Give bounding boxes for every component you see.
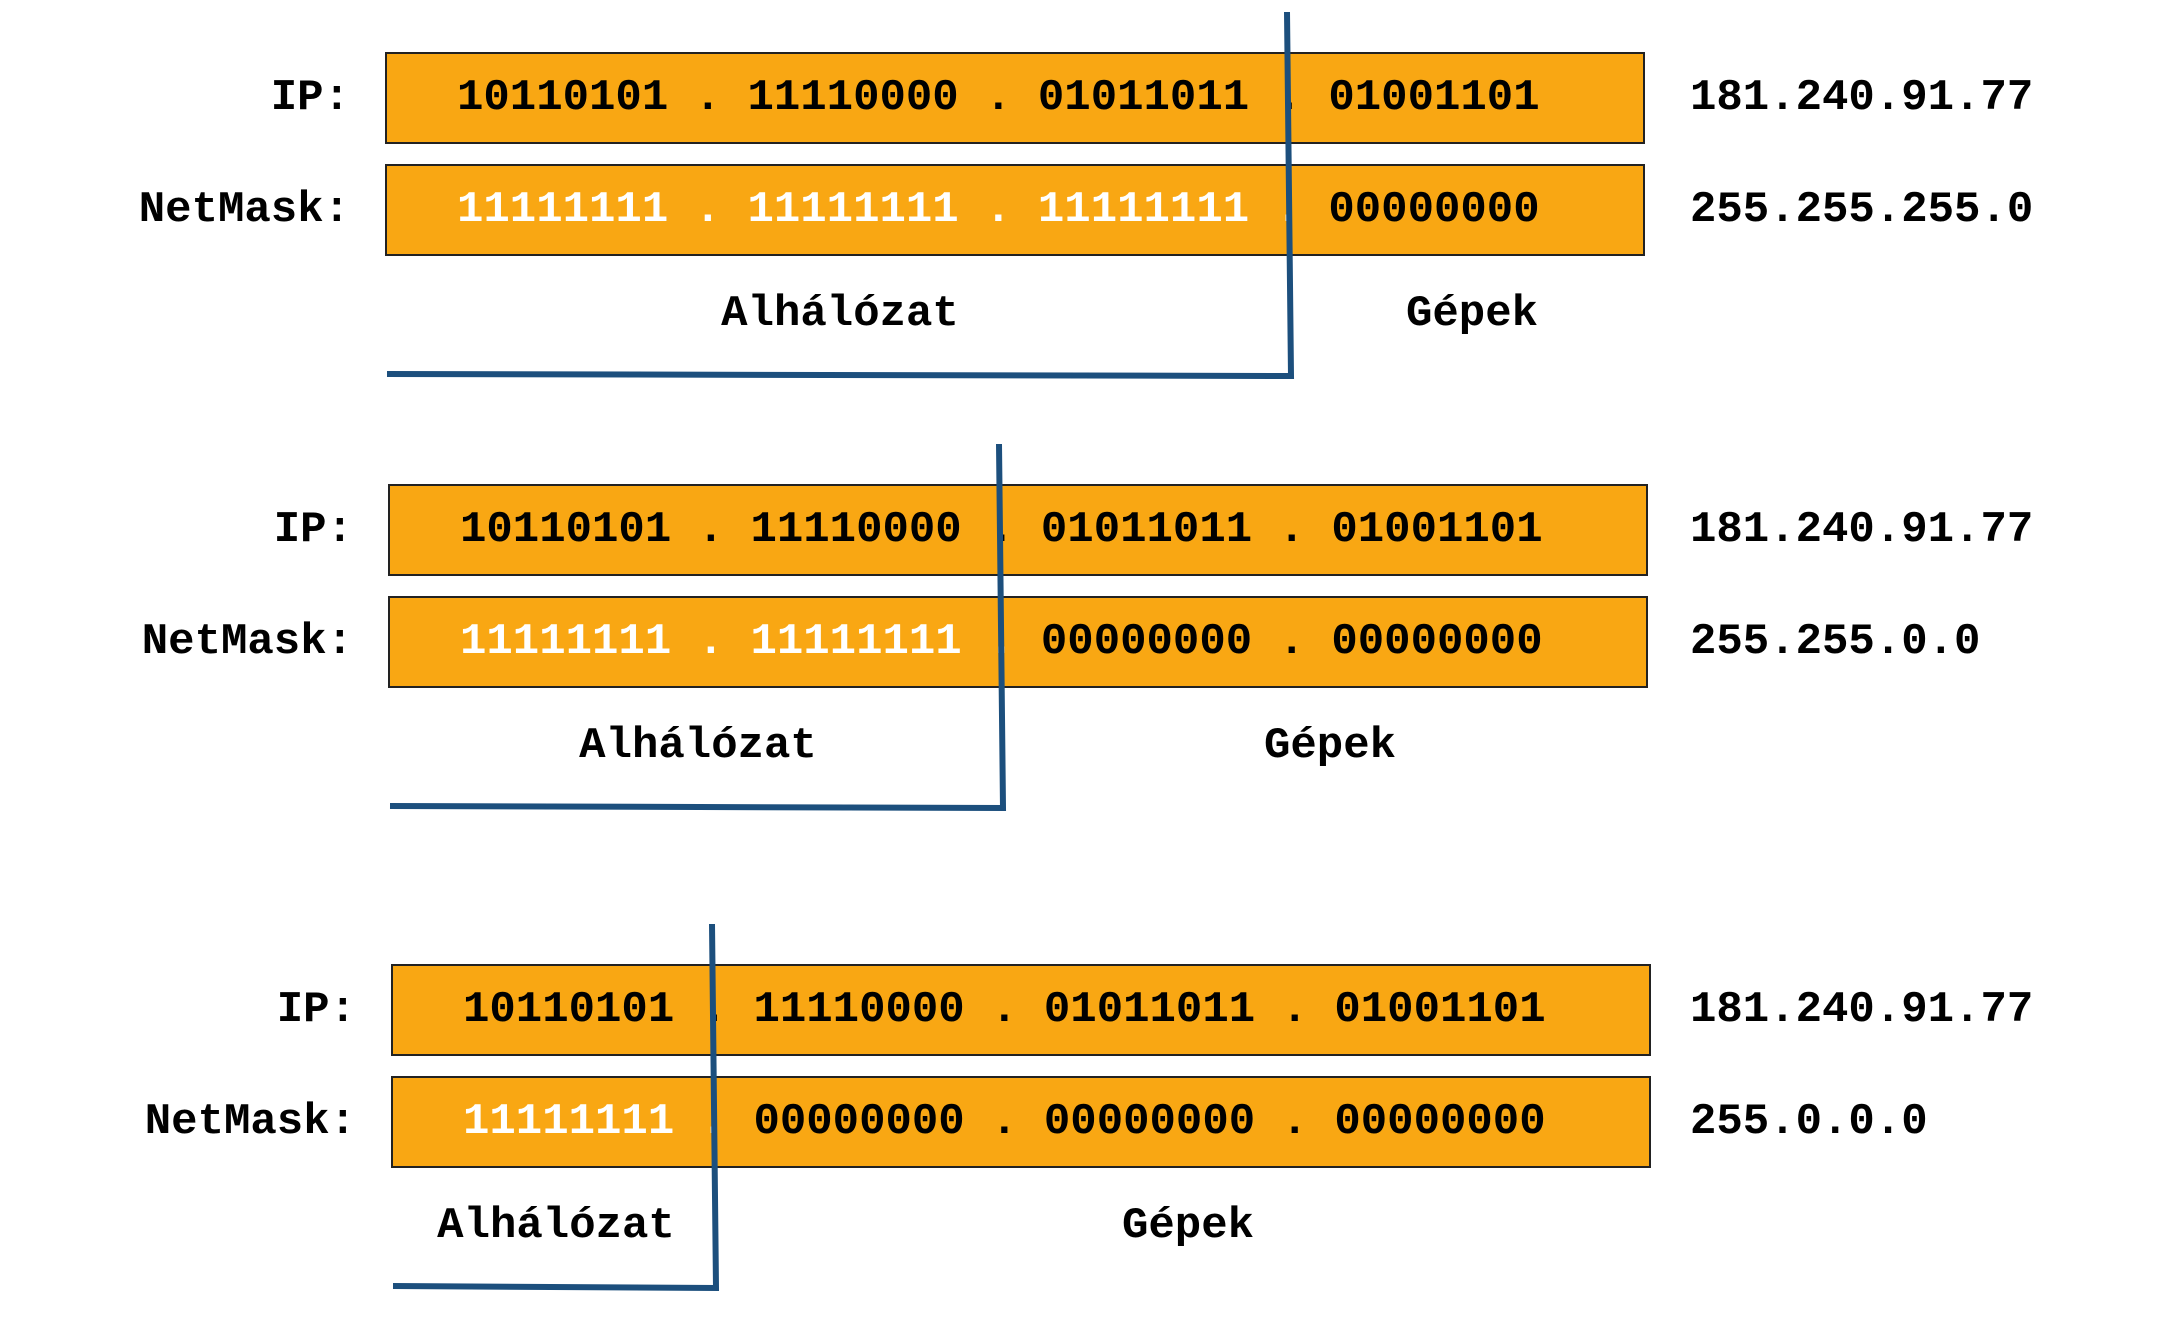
netmask-label: NetMask: <box>144 1097 356 1147</box>
octet: 10110101 <box>463 985 675 1035</box>
octet: 10110101 <box>457 73 669 123</box>
ip-label: IP: <box>270 73 350 123</box>
octet: 00000000 <box>753 1097 965 1147</box>
octet: 11111111 <box>463 1097 675 1147</box>
netmask-decimal: 255.255.0.0 <box>1690 617 1981 667</box>
octet-separator: . <box>668 73 748 123</box>
octet: 01011011 <box>1037 73 1250 123</box>
ip-binary-text: 10110101 . 11110000 . 01011011 . 0100110… <box>457 54 1540 142</box>
ip-decimal: 181.240.91.77 <box>1690 985 2034 1035</box>
netmask-decimal: 255.255.255.0 <box>1690 185 2034 235</box>
octet: 00000000 <box>1334 1097 1546 1147</box>
subnet-caption: Alhálózat <box>721 289 959 339</box>
octet-separator: . <box>668 185 748 235</box>
netmask-label: NetMask: <box>138 185 350 235</box>
octet-separator: . <box>671 505 751 555</box>
ip-decimal: 181.240.91.77 <box>1690 505 2034 555</box>
octet: 11111111 <box>750 617 962 667</box>
octet-separator: . <box>964 1097 1044 1147</box>
netmask-binary-text: 11111111 . 11111111 . 00000000 . 0000000… <box>460 598 1543 686</box>
octet: 01001101 <box>1334 985 1546 1035</box>
octet: 11111111 <box>460 617 672 667</box>
ip-binary-box: 10110101 . 11110000 . 01011011 . 0100110… <box>385 52 1645 144</box>
netmask-decimal: 255.0.0.0 <box>1690 1097 1928 1147</box>
netmask-binary-box: 11111111 . 00000000 . 00000000 . 0000000… <box>391 1076 1651 1168</box>
octet-separator: . <box>958 185 1038 235</box>
octet: 01011011 <box>1043 985 1256 1035</box>
octet: 11110000 <box>747 73 959 123</box>
octet: 01011011 <box>1040 505 1253 555</box>
subnet-caption: Alhálózat <box>437 1201 675 1251</box>
ip-binary-box: 10110101 . 11110000 . 01011011 . 0100110… <box>391 964 1651 1056</box>
octet-separator: . <box>961 505 1041 555</box>
netmask-binary-box: 11111111 . 11111111 . 00000000 . 0000000… <box>388 596 1648 688</box>
ip-binary-box: 10110101 . 11110000 . 01011011 . 0100110… <box>388 484 1648 576</box>
ip-label: IP: <box>276 985 356 1035</box>
netmask-binary-text: 11111111 . 00000000 . 00000000 . 0000000… <box>463 1078 1546 1166</box>
octet-separator: . <box>964 985 1044 1035</box>
octet-separator: . <box>958 73 1038 123</box>
octet-separator: . <box>1249 185 1329 235</box>
ip-decimal: 181.240.91.77 <box>1690 73 2034 123</box>
octet: 11111111 <box>747 185 959 235</box>
octet-separator: . <box>961 617 1041 667</box>
octet: 00000000 <box>1328 185 1540 235</box>
octet-separator: . <box>1255 1097 1335 1147</box>
hosts-caption: Gépek <box>1263 721 1397 771</box>
hosts-caption: Gépek <box>1121 1201 1255 1251</box>
ip-binary-text: 10110101 . 11110000 . 01011011 . 0100110… <box>463 966 1546 1054</box>
octet: 01001101 <box>1328 73 1540 123</box>
octet: 11110000 <box>750 505 962 555</box>
octet: 11111111 <box>457 185 669 235</box>
octet-separator: . <box>1249 73 1329 123</box>
octet-separator: . <box>1252 617 1332 667</box>
netmask-binary-text: 11111111 . 11111111 . 11111111 . 0000000… <box>457 166 1540 254</box>
octet-separator: . <box>1252 505 1332 555</box>
octet: 01001101 <box>1331 505 1543 555</box>
netmask-binary-box: 11111111 . 11111111 . 11111111 . 0000000… <box>385 164 1645 256</box>
octet-separator: . <box>674 985 754 1035</box>
hosts-caption: Gépek <box>1405 289 1539 339</box>
octet-separator: . <box>671 617 751 667</box>
netmask-label: NetMask: <box>141 617 353 667</box>
octet: 10110101 <box>460 505 672 555</box>
octet: 11111111 <box>1037 185 1250 235</box>
octet-separator: . <box>674 1097 754 1147</box>
octet: 00000000 <box>1040 617 1253 667</box>
ip-label: IP: <box>273 505 353 555</box>
octet: 00000000 <box>1043 1097 1256 1147</box>
octet: 11110000 <box>753 985 965 1035</box>
octet-separator: . <box>1255 985 1335 1035</box>
octet: 00000000 <box>1331 617 1543 667</box>
subnet-caption: Alhálózat <box>579 721 817 771</box>
ip-binary-text: 10110101 . 11110000 . 01011011 . 0100110… <box>460 486 1543 574</box>
